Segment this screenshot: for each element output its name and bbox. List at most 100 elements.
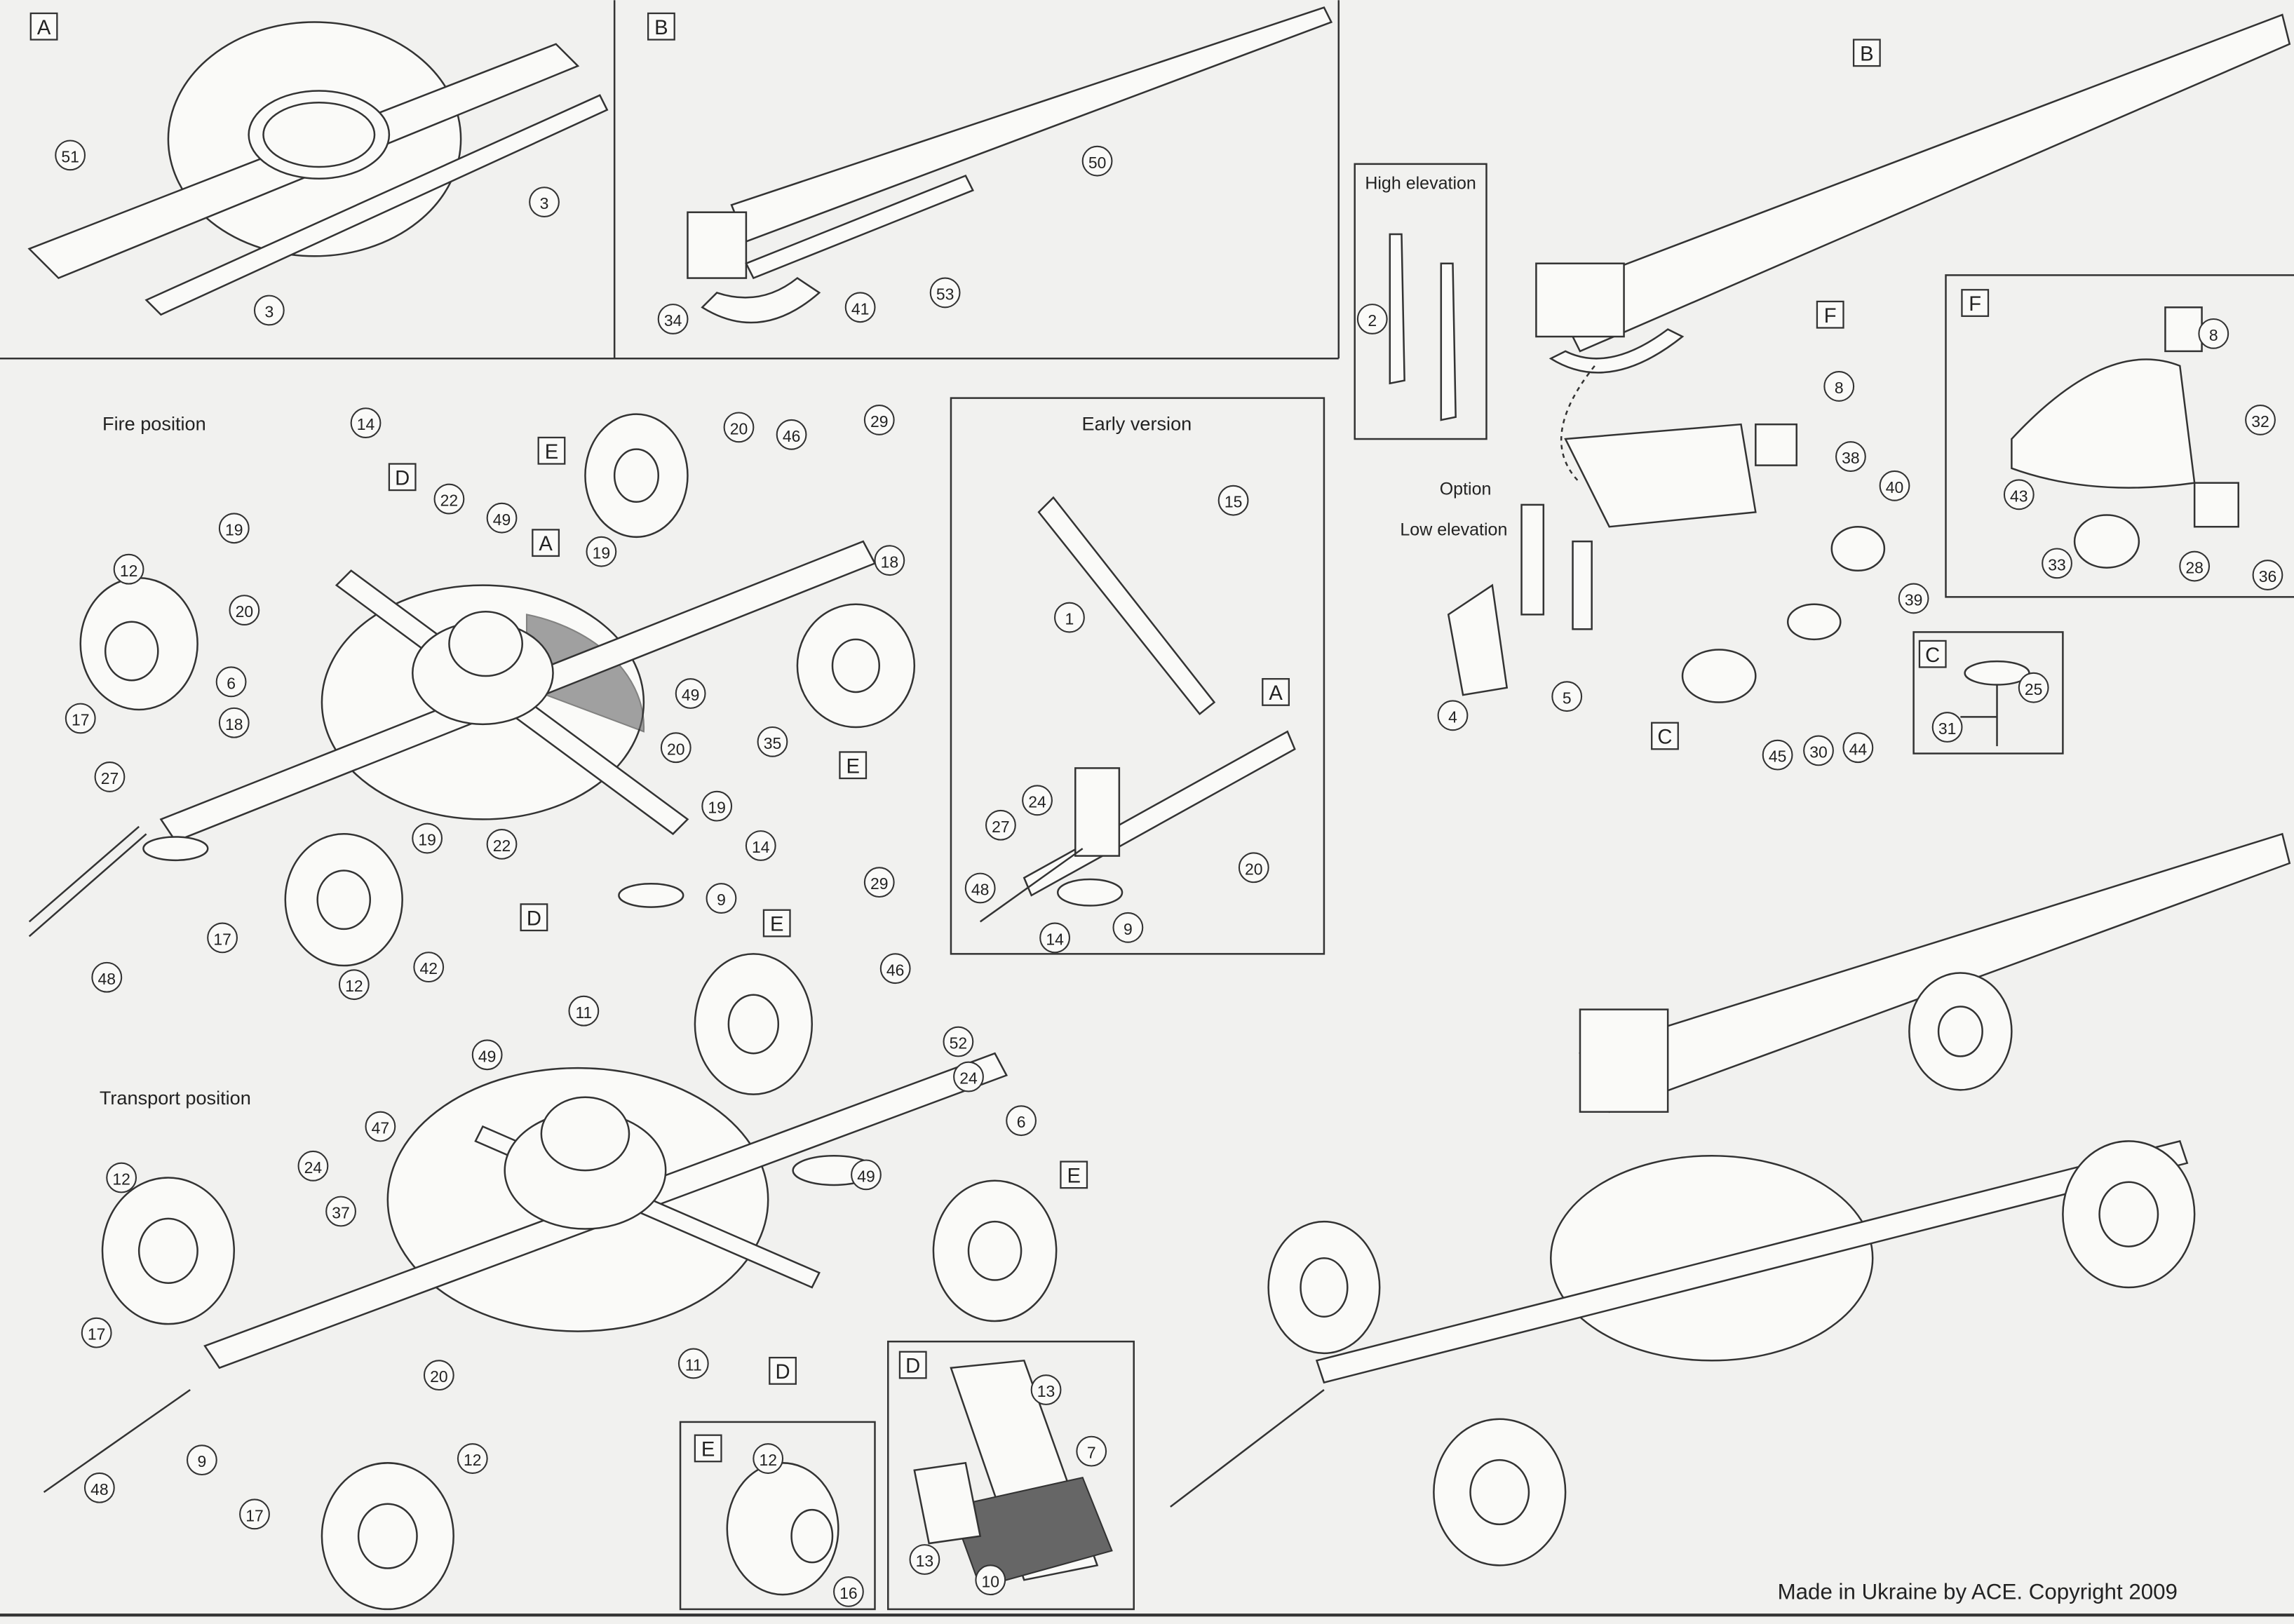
svg-text:47: 47	[372, 1119, 390, 1137]
part-number-callout: 20	[229, 595, 260, 626]
part-number-callout: 20	[660, 732, 691, 764]
part-number-callout: 10	[975, 1564, 1006, 1596]
low-elevation-label: Low elevation	[1400, 520, 1507, 540]
part-number-callout: 53	[929, 277, 961, 309]
svg-text:3: 3	[540, 194, 549, 212]
svg-text:17: 17	[213, 930, 231, 948]
part-number-callout: 3	[529, 187, 560, 218]
part-number-callout: 45	[1762, 739, 1793, 771]
svg-text:49: 49	[478, 1047, 497, 1065]
svg-text:46: 46	[783, 427, 801, 445]
svg-text:11: 11	[685, 1356, 702, 1374]
assembled-gun-drawing	[1170, 832, 2291, 1567]
part-number-callout: 16	[833, 1576, 864, 1607]
svg-text:18: 18	[881, 553, 899, 571]
svg-text:E: E	[770, 914, 783, 936]
part-number-callout: 15	[1217, 485, 1249, 516]
section-box-label: E	[839, 751, 868, 780]
svg-text:27: 27	[992, 818, 1010, 836]
svg-text:45: 45	[1769, 747, 1787, 766]
svg-text:14: 14	[1046, 930, 1064, 948]
svg-text:46: 46	[886, 961, 905, 979]
part-number-callout: 48	[83, 1472, 115, 1503]
part-number-callout: 17	[239, 1498, 270, 1530]
svg-text:30: 30	[1809, 743, 1828, 761]
section-box-label: F	[1961, 289, 1990, 317]
transport-position-gun-drawing	[43, 953, 1058, 1611]
copyright-footer: Made in Ukraine by ACE. Copyright 2009	[1778, 1579, 2178, 1604]
part-number-callout: 28	[2179, 550, 2211, 582]
svg-text:12: 12	[120, 562, 138, 580]
svg-text:4: 4	[1448, 708, 1457, 726]
exploded-gun-drawing	[1389, 13, 2291, 703]
section-box-label: D	[898, 1351, 927, 1379]
svg-text:20: 20	[236, 602, 254, 621]
part-number-callout: 47	[365, 1111, 396, 1142]
svg-text:6: 6	[227, 674, 236, 692]
svg-text:17: 17	[88, 1325, 106, 1344]
part-number-callout: 14	[1039, 922, 1070, 954]
svg-text:2: 2	[1368, 311, 1377, 330]
fire-position-gun-drawing	[28, 413, 916, 967]
svg-text:19: 19	[418, 831, 436, 849]
part-number-callout: 42	[413, 952, 445, 983]
svg-text:E: E	[701, 1439, 715, 1461]
part-number-callout: 14	[350, 407, 382, 439]
part-number-callout: 12	[106, 1162, 137, 1193]
early-version-title: Early version	[1082, 413, 1192, 435]
part-number-callout: 52	[943, 1026, 974, 1057]
svg-text:25: 25	[2025, 680, 2043, 698]
section-box-label: C	[1918, 640, 1947, 668]
part-number-callout: 12	[457, 1443, 488, 1474]
part-number-callout: 6	[215, 666, 247, 698]
section-box-label: A	[532, 529, 560, 557]
svg-text:1: 1	[1065, 610, 1074, 628]
svg-text:C: C	[1657, 726, 1672, 749]
svg-text:41: 41	[851, 299, 870, 318]
part-number-callout: 30	[1803, 735, 1834, 766]
svg-text:D: D	[395, 467, 410, 489]
part-number-callout: 3	[253, 295, 285, 326]
svg-text:6: 6	[1017, 1113, 1026, 1131]
part-number-callout: 41	[844, 292, 876, 323]
svg-text:D: D	[527, 907, 541, 930]
svg-text:B: B	[654, 17, 668, 39]
part-number-callout: 7	[1076, 1435, 1107, 1467]
part-number-callout: 24	[1022, 785, 1053, 816]
part-number-callout: 48	[964, 872, 996, 904]
part-number-callout: 25	[2018, 672, 2049, 703]
svg-text:D: D	[905, 1355, 920, 1378]
svg-text:19: 19	[225, 520, 243, 539]
part-number-callout: 17	[81, 1317, 112, 1348]
svg-text:20: 20	[1245, 860, 1263, 878]
part-number-callout: 11	[568, 995, 600, 1027]
part-number-callout: 14	[745, 830, 776, 861]
svg-text:5: 5	[1563, 689, 1572, 707]
part-number-callout: 49	[486, 502, 518, 534]
part-number-callout: 49	[675, 678, 706, 709]
part-number-callout: 11	[677, 1348, 709, 1379]
section-box-label: F	[1816, 300, 1844, 329]
section-box-label: E	[694, 1434, 722, 1463]
section-box-label: E	[1060, 1161, 1088, 1189]
part-number-callout: 12	[338, 969, 370, 1001]
part-number-callout: 24	[297, 1150, 329, 1182]
part-number-callout: 9	[1112, 912, 1144, 943]
part-number-callout: 19	[412, 823, 443, 854]
section-box-label: A	[1262, 678, 1290, 706]
part-number-callout: 20	[1238, 852, 1269, 884]
svg-text:11: 11	[575, 1003, 592, 1022]
part-number-callout: 19	[586, 536, 617, 567]
svg-text:14: 14	[752, 838, 770, 856]
svg-text:48: 48	[98, 970, 116, 988]
part-number-callout: 9	[706, 883, 737, 914]
svg-text:34: 34	[664, 311, 682, 330]
svg-text:48: 48	[90, 1480, 109, 1498]
part-number-callout: 34	[657, 304, 689, 334]
section-box-label: D	[520, 903, 548, 932]
svg-text:12: 12	[759, 1451, 777, 1469]
svg-text:E: E	[846, 755, 859, 778]
svg-text:27: 27	[101, 769, 119, 787]
svg-text:49: 49	[493, 510, 511, 529]
